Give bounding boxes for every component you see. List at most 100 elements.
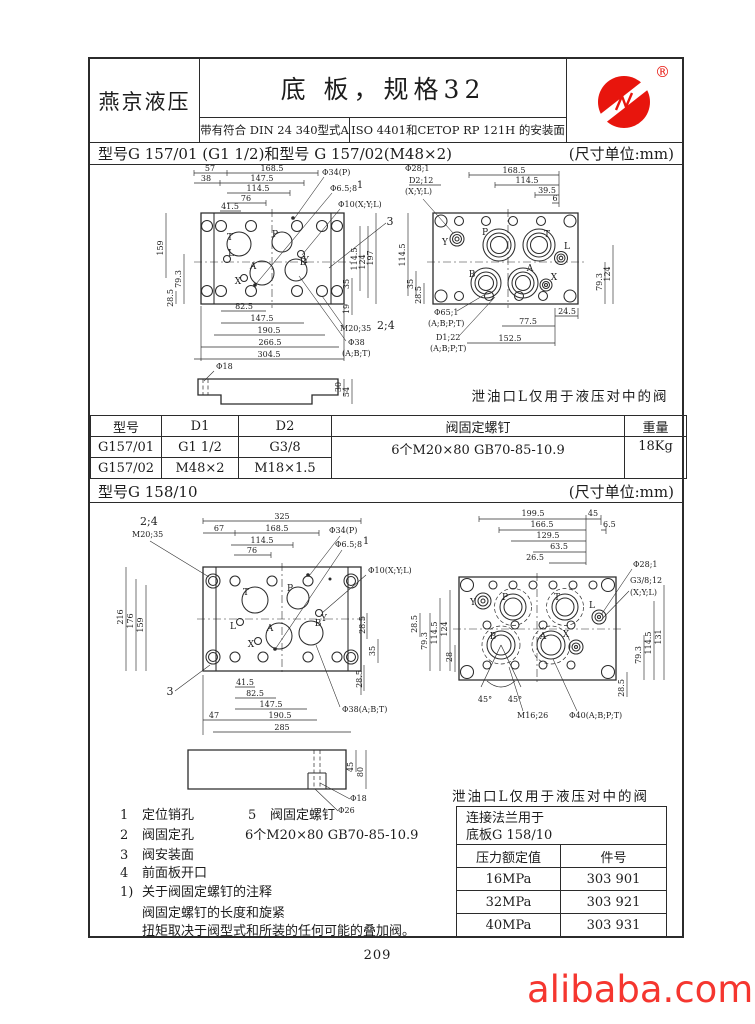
- svg-text:(A;B;P;T): (A;B;P;T): [430, 344, 466, 353]
- svg-text:152.5: 152.5: [499, 334, 522, 343]
- svg-text:129.5: 129.5: [537, 531, 560, 540]
- svg-text:304.5: 304.5: [258, 350, 281, 359]
- svg-text:67: 67: [214, 524, 224, 533]
- svg-text:Φ10(X;Y;L): Φ10(X;Y;L): [338, 200, 382, 209]
- svg-text:X: X: [248, 640, 255, 650]
- svg-text:63.5: 63.5: [550, 542, 568, 551]
- svg-text:19: 19: [342, 304, 351, 314]
- svg-text:114.5: 114.5: [516, 176, 539, 185]
- title-block: 底 板，规格32 带有符合 DIN 24 340型式A ISO 4401和CET…: [200, 59, 567, 142]
- svg-text:35: 35: [406, 279, 415, 289]
- svg-text:114.5: 114.5: [430, 622, 439, 645]
- spec-col-weight: 重量: [624, 415, 687, 437]
- svg-text:Φ18: Φ18: [216, 362, 233, 371]
- svg-text:Φ10(X;Y;L): Φ10(X;Y;L): [368, 566, 412, 575]
- spec-d1-1: G1 1/2: [161, 436, 239, 458]
- section2-title: 型号G 158/10: [98, 483, 198, 501]
- spec-col-d1: D1: [161, 415, 239, 437]
- svg-text:41.5: 41.5: [221, 202, 239, 211]
- svg-text:82.5: 82.5: [246, 689, 264, 698]
- svg-text:197: 197: [366, 250, 375, 265]
- svg-text:79.3: 79.3: [595, 273, 604, 291]
- section2-drain-note: 泄油口L仅用于液压对中的阀: [452, 789, 649, 805]
- svg-text:T: T: [227, 233, 233, 243]
- svg-text:41.5: 41.5: [236, 678, 254, 687]
- svg-text:T: T: [544, 230, 550, 240]
- svg-text:30: 30: [334, 382, 343, 392]
- svg-text:1: 1: [363, 536, 369, 547]
- svg-text:159: 159: [136, 617, 145, 632]
- spec-table-row: G157/01 G1 1/2 G3/8 6个M20×80 GB70-85-10.…: [90, 436, 687, 479]
- svg-text:Φ28;1: Φ28;1: [405, 164, 430, 173]
- flange-table: 连接法兰用于 底板G 158/10 压力额定值 件号 16MPa 303 901…: [456, 806, 667, 937]
- svg-text:3: 3: [387, 215, 394, 228]
- svg-text:79.3: 79.3: [634, 646, 643, 664]
- company-logo-icon: [593, 75, 654, 128]
- svg-text:Y: Y: [320, 614, 328, 624]
- section1-drain-note: 泄油口L仅用于液压对中的阀: [471, 389, 669, 405]
- svg-text:X: X: [563, 630, 570, 640]
- svg-text:45°: 45°: [508, 695, 522, 704]
- svg-text:Φ40(A;B;P;T): Φ40(A;B;P;T): [569, 711, 622, 720]
- svg-text:A: A: [266, 624, 274, 634]
- page-number: 209: [363, 948, 392, 963]
- svg-text:P: P: [482, 228, 488, 238]
- svg-text:Φ34(P): Φ34(P): [329, 526, 357, 535]
- svg-text:(A;B;T): (A;B;T): [342, 349, 371, 358]
- spec-model-2: G157/02: [90, 457, 162, 479]
- svg-text:6: 6: [552, 194, 557, 203]
- svg-text:190.5: 190.5: [269, 711, 292, 720]
- subtitle-row: 带有符合 DIN 24 340型式A ISO 4401和CETOP RP 121…: [200, 117, 566, 142]
- svg-text:2;4: 2;4: [377, 319, 395, 332]
- svg-text:2;4: 2;4: [140, 515, 158, 528]
- svg-text:131: 131: [654, 629, 663, 644]
- svg-text:57: 57: [205, 164, 215, 173]
- svg-text:28.5: 28.5: [358, 616, 367, 634]
- svg-text:147.5: 147.5: [251, 174, 274, 183]
- svg-text:79.3: 79.3: [174, 270, 183, 288]
- svg-text:(X;Y;L): (X;Y;L): [630, 588, 657, 597]
- svg-text:T: T: [243, 588, 249, 598]
- svg-text:124: 124: [603, 266, 612, 281]
- svg-text:Φ34(P): Φ34(P): [322, 168, 350, 177]
- svg-text:28.5: 28.5: [414, 286, 423, 304]
- spec-col-bolt: 阀固定螺钉: [331, 415, 625, 437]
- svg-text:325: 325: [274, 512, 289, 521]
- svg-text:114.5: 114.5: [398, 244, 407, 267]
- svg-text:28: 28: [445, 652, 454, 662]
- svg-text:28.5: 28.5: [410, 615, 419, 633]
- svg-text:147.5: 147.5: [260, 700, 283, 709]
- spec-weight-value: 18Kg: [624, 436, 687, 479]
- section1-unit-note: (尺寸单位:mm): [568, 145, 674, 163]
- footnote-line-1: 1)关于阀固定螺钉的注释: [120, 885, 273, 900]
- svg-text:Φ28;1: Φ28;1: [633, 560, 658, 569]
- svg-text:168.5: 168.5: [261, 164, 284, 173]
- logo-cell: ®: [567, 59, 682, 142]
- svg-text:Y: Y: [302, 256, 310, 266]
- svg-text:28.5: 28.5: [355, 670, 364, 688]
- registered-trademark: ®: [655, 63, 670, 81]
- standard-note-din: 带有符合 DIN 24 340型式A: [200, 118, 350, 142]
- spec-d2-2: M18×1.5: [238, 457, 332, 479]
- svg-text:39.5: 39.5: [538, 186, 556, 195]
- svg-text:114.5: 114.5: [251, 536, 274, 545]
- svg-text:D2;12: D2;12: [409, 176, 433, 185]
- svg-text:199.5: 199.5: [522, 509, 545, 518]
- svg-text:166.5: 166.5: [531, 520, 554, 529]
- svg-text:80: 80: [356, 767, 365, 777]
- flange-table-row: 40MPa 303 931: [457, 914, 666, 936]
- svg-text:168.5: 168.5: [503, 166, 526, 175]
- spec-col-model: 型号: [90, 415, 162, 437]
- flange-table-row: 16MPa 303 901: [457, 868, 666, 891]
- svg-text:45: 45: [346, 762, 355, 772]
- svg-text:G3/8;12: G3/8;12: [630, 576, 662, 585]
- svg-text:P: P: [287, 584, 293, 594]
- svg-text:Φ6.5;8: Φ6.5;8: [335, 540, 362, 549]
